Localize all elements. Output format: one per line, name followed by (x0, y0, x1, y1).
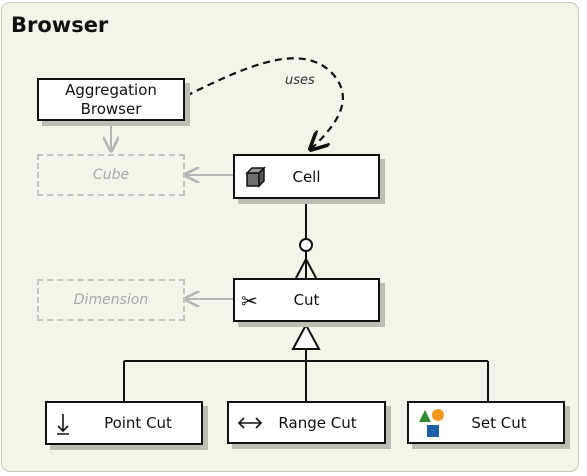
crows-foot (295, 256, 317, 279)
diagram-canvas: Browser uses Aggregation (1, 2, 579, 472)
aggregation-browser-node[interactable]: Aggregation Browser (37, 78, 185, 121)
uses-edge (185, 57, 344, 148)
cube-node[interactable]: Cube (37, 154, 185, 196)
range-cut-node[interactable]: Range Cut (227, 401, 386, 444)
cube-label: Cube (92, 167, 130, 183)
down-arrow-to-bar-icon (55, 412, 71, 436)
zero-cardinality-circle (299, 238, 313, 252)
dimension-label: Dimension (73, 292, 149, 308)
cut-node[interactable]: ✂ Cut (233, 278, 380, 322)
cell-label: Cell (292, 167, 321, 186)
range-cut-label: Range Cut (278, 413, 357, 432)
dimension-node[interactable]: Dimension (37, 279, 185, 321)
point-cut-label: Point Cut (104, 414, 172, 432)
diagram-title: Browser (11, 13, 109, 37)
cut-label: Cut (293, 291, 320, 309)
left-right-arrow-icon (237, 414, 263, 432)
shapes-icon (418, 407, 448, 439)
cube-icon (244, 166, 266, 188)
uses-label: uses (285, 73, 315, 88)
inheritance-triangle (291, 322, 321, 350)
set-cut-node[interactable]: Set Cut (407, 401, 565, 444)
set-cut-label: Set Cut (471, 413, 527, 432)
scissors-icon: ✂ (241, 289, 258, 313)
aggregation-browser-line2: Browser (80, 99, 142, 118)
cell-node[interactable]: Cell (233, 154, 380, 199)
connector-lines (2, 57, 489, 401)
aggregation-browser-line1: Aggregation (65, 80, 157, 99)
point-cut-node[interactable]: Point Cut (45, 401, 203, 445)
